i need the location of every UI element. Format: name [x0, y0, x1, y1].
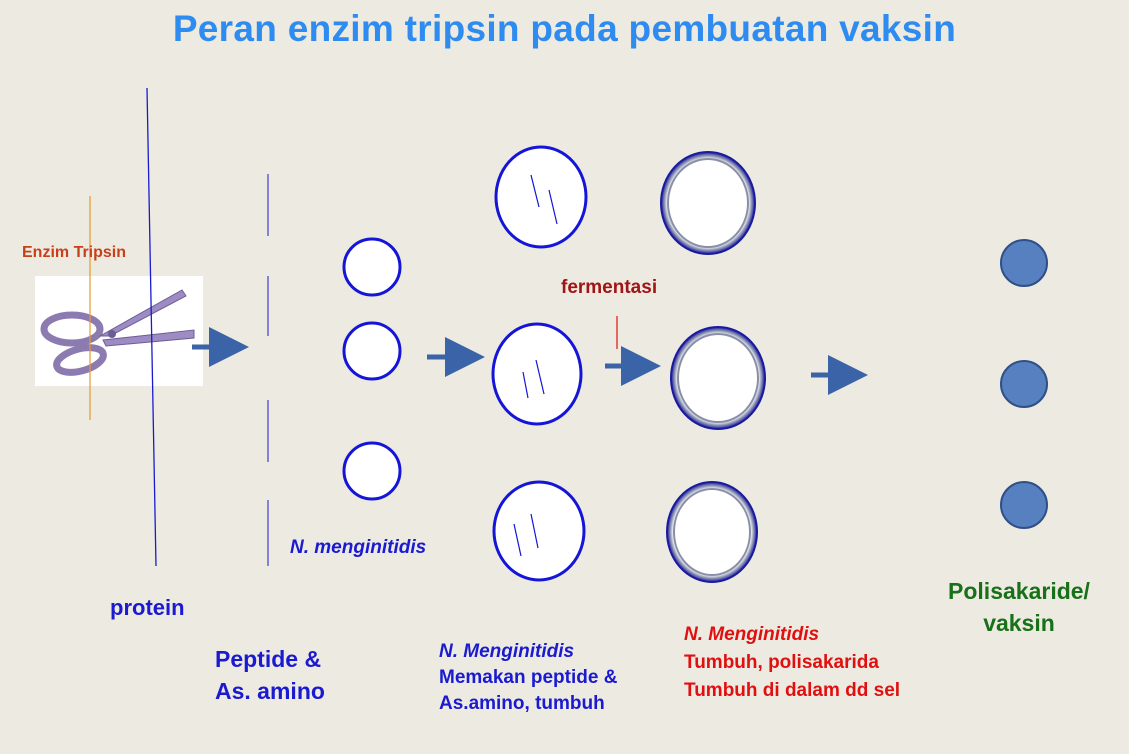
organism-label: N. menginitidis — [290, 537, 427, 558]
product-label: Polisakaride/ vaksin — [929, 575, 1109, 639]
growth-organism: N. Menginitidis — [684, 624, 820, 645]
growing-cells — [660, 151, 766, 583]
fermentasi-label: fermentasi — [561, 277, 658, 298]
arrow-right-icon — [192, 327, 868, 395]
page-title: Peran enzim tripsin pada pembuatan vaksi… — [172, 8, 957, 49]
feeding-line-2: As.amino, tumbuh — [439, 693, 605, 714]
peptide-line-1: Peptide & — [215, 646, 322, 672]
scissors-icon — [35, 276, 203, 386]
product-line-2: vaksin — [983, 610, 1055, 636]
growth-line-1: Tumbuh, polisakarida — [684, 652, 879, 673]
growth-line-2: Tumbuh di dalam dd sel — [684, 680, 901, 701]
growth-stage-label: N. Menginitidis Tumbuh, polisakarida Tum… — [684, 621, 900, 705]
small-cells — [342, 237, 402, 501]
enzim-label: Enzim Tripsin — [22, 244, 127, 261]
feeding-organism: N. Menginitidis — [439, 641, 575, 662]
feeding-line-1: Memakan peptide & — [439, 667, 618, 688]
feeding-stage-label: N. Menginitidis Memakan peptide & As.ami… — [439, 639, 617, 717]
protein-label: protein — [110, 595, 185, 620]
peptide-label: Peptide & As. amino — [215, 643, 325, 707]
product-dots — [1000, 239, 1048, 529]
peptide-line-2: As. amino — [215, 678, 325, 704]
protein-line — [146, 87, 157, 567]
product-line-1: Polisakaride/ — [948, 578, 1090, 604]
feeding-cells — [491, 145, 588, 582]
